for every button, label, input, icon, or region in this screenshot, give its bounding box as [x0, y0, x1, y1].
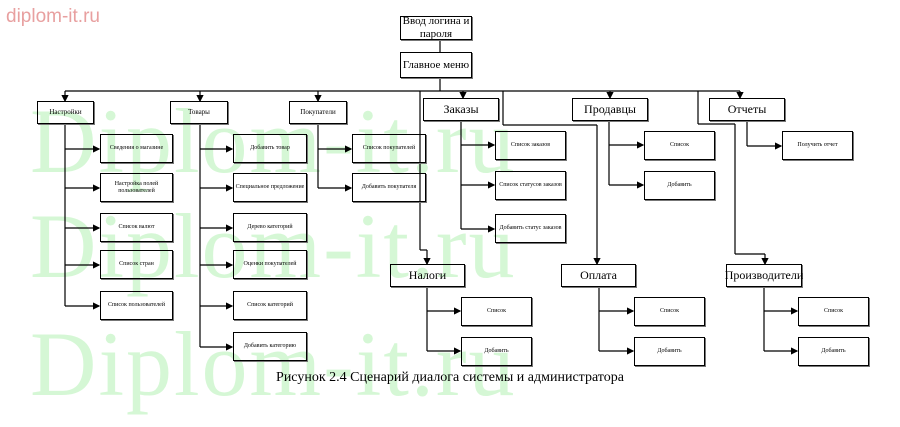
node-reports: Отчеты	[709, 98, 785, 121]
node-payment-add: Добавить	[634, 337, 705, 366]
site-watermark: diplom-it.ru	[6, 6, 100, 27]
node-orders-list: Список заказов	[495, 131, 566, 160]
node-settings-user-fields: Настройка полей пользователей	[100, 173, 173, 202]
node-sellers-add: Добавить	[644, 171, 715, 200]
node-taxes: Налоги	[390, 264, 465, 287]
node-manufacturers-list: Список	[798, 297, 869, 326]
node-customers: Покупатели	[289, 101, 347, 124]
node-taxes-list: Список	[461, 297, 532, 326]
node-customers-list: Список покупателей	[352, 134, 426, 163]
node-sellers-list: Список	[644, 131, 715, 160]
node-products: Товары	[170, 101, 228, 124]
node-orders-add-status: Добавить статус заказов	[495, 214, 566, 243]
node-products-category-tree: Дерево категорий	[233, 213, 307, 242]
node-payment: Оплата	[561, 264, 636, 287]
node-payment-list: Список	[634, 297, 705, 326]
node-settings-currencies: Список валют	[100, 213, 173, 242]
node-products-category-list: Список категорий	[233, 291, 307, 320]
node-sellers: Продавцы	[572, 98, 648, 121]
node-products-ratings: Оценки покупателей	[233, 250, 307, 279]
watermark-row-2: Diplom-it.ru	[30, 195, 517, 297]
node-main-menu: Главное меню	[400, 52, 472, 78]
node-reports-get: Получить отчет	[782, 131, 853, 160]
node-products-add-category: Добавить категорию	[233, 332, 307, 361]
figure-caption: Рисунок 2.4 Сценарий диалога системы и а…	[276, 370, 624, 385]
node-settings-users: Список пользователей	[100, 291, 173, 320]
node-taxes-add: Добавить	[461, 337, 532, 366]
node-orders-statuses: Список статусов заказов	[495, 171, 566, 200]
node-login: Ввод логина и пароля	[400, 15, 472, 40]
node-products-add: Добавить товар	[233, 134, 307, 163]
watermark-row-1: Diplom-it.ru	[30, 90, 517, 192]
watermark-row-3: Diplom-it.ru	[30, 313, 517, 415]
node-settings: Настройки	[37, 101, 94, 124]
node-manufacturers: Производители	[725, 264, 803, 287]
node-customers-add: Добавить покупателя	[352, 173, 426, 202]
node-manufacturers-add: Добавить	[798, 337, 869, 366]
node-products-special: Специальное предложение	[233, 173, 307, 202]
node-settings-countries: Список стран	[100, 250, 173, 279]
node-settings-shop-info: Сведения о магазине	[100, 134, 173, 163]
node-orders: Заказы	[423, 98, 499, 121]
